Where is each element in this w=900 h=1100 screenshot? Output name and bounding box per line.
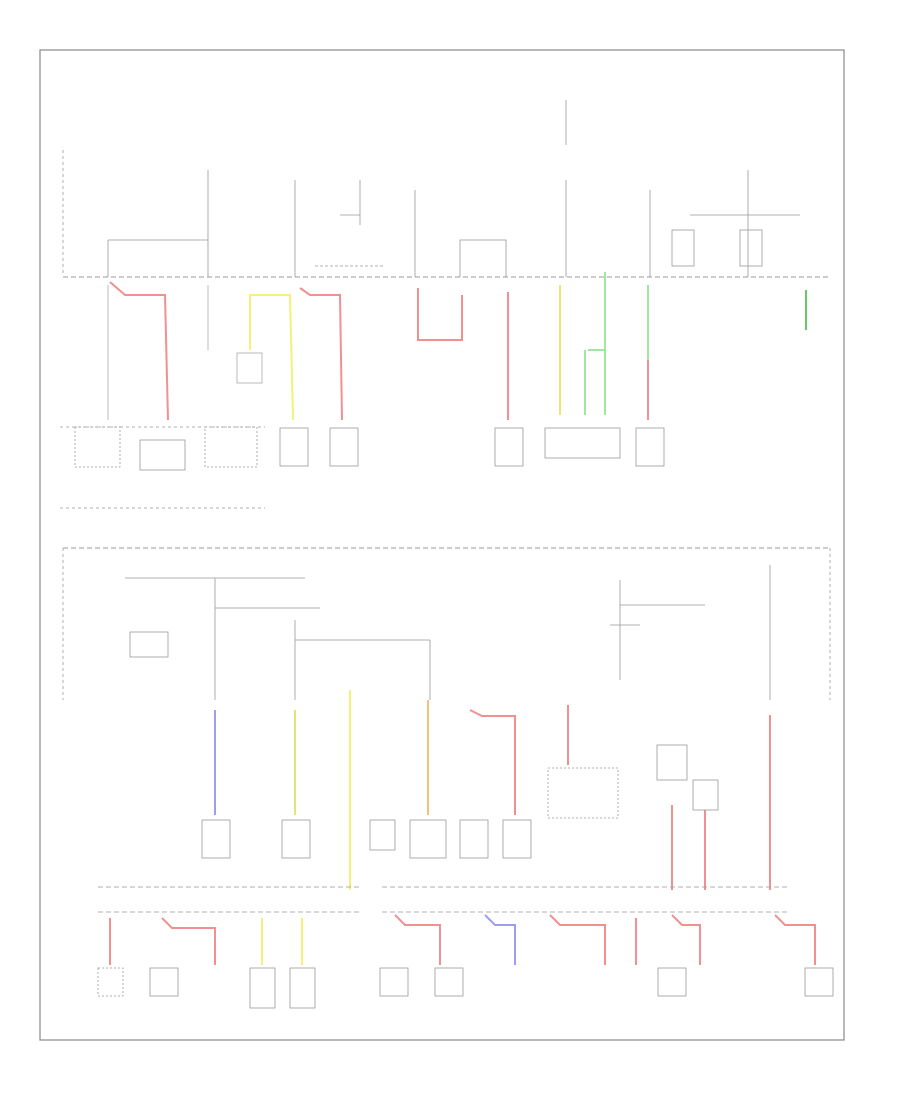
wire-pink-2 <box>299 287 343 421</box>
upper-fuse-box <box>60 100 830 509</box>
lower-wires <box>214 690 771 890</box>
upper-wires <box>109 272 807 421</box>
lower-fuse-box <box>62 547 834 1009</box>
wire-pink-6 <box>469 709 516 815</box>
upper-gray-wires <box>107 285 263 420</box>
diagram-frame <box>39 49 845 1041</box>
bottom-connectors <box>97 967 834 1009</box>
wire-pink-3 <box>417 288 463 341</box>
lower-bus-bar <box>98 886 790 913</box>
wire-yellow-1 <box>249 294 294 421</box>
wire-pink-1 <box>109 281 169 421</box>
mid-components <box>201 744 719 859</box>
upper-fuses <box>107 170 800 277</box>
wire-green-2 <box>588 272 606 351</box>
bottom-wires <box>109 914 816 965</box>
lower-feeds <box>125 565 771 700</box>
upper-components <box>60 426 665 509</box>
